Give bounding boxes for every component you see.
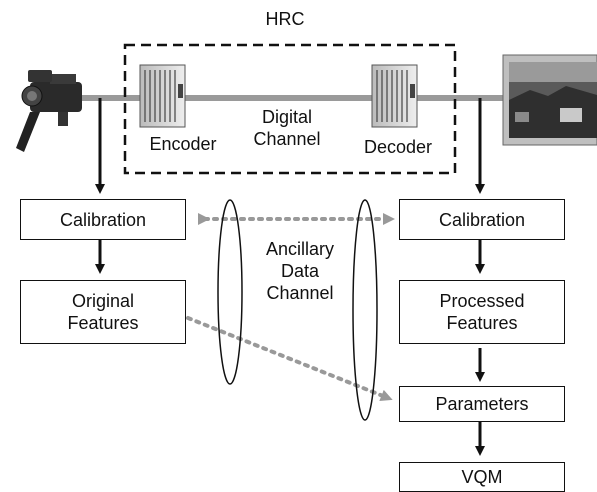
decoder-rack-icon <box>371 64 418 128</box>
original-features-box: Original Features <box>20 280 186 344</box>
ancillary-features-arrow <box>186 316 393 401</box>
monitor-icon <box>502 54 597 146</box>
parameters-box: Parameters <box>399 386 565 422</box>
right-calibration-box: Calibration <box>399 199 565 240</box>
ancillary-ellipse-left <box>217 199 243 385</box>
left-calibration-box: Calibration <box>20 199 186 240</box>
digital-channel-label: Digital Channel <box>253 107 321 149</box>
encoder-rack-icon <box>139 64 186 128</box>
hrc-title: HRC <box>265 9 305 29</box>
ancillary-channel-label: Ancillary Data Channel <box>265 239 335 303</box>
processed-features-label: Processed Features <box>439 291 525 333</box>
processed-features-box: Processed Features <box>399 280 565 344</box>
encoder-label: Encoder <box>149 134 217 154</box>
video-camera-icon <box>16 70 82 152</box>
right-calibration-label: Calibration <box>438 209 526 230</box>
vqm-box: VQM <box>399 462 565 492</box>
original-features-label: Original Features <box>67 291 139 333</box>
left-calibration-label: Calibration <box>59 209 147 230</box>
ancillary-ellipse-right <box>352 199 378 421</box>
hrc-box <box>123 43 457 175</box>
vqm-label: VQM <box>461 467 503 487</box>
parameters-label: Parameters <box>435 394 529 414</box>
decoder-label: Decoder <box>363 137 433 157</box>
